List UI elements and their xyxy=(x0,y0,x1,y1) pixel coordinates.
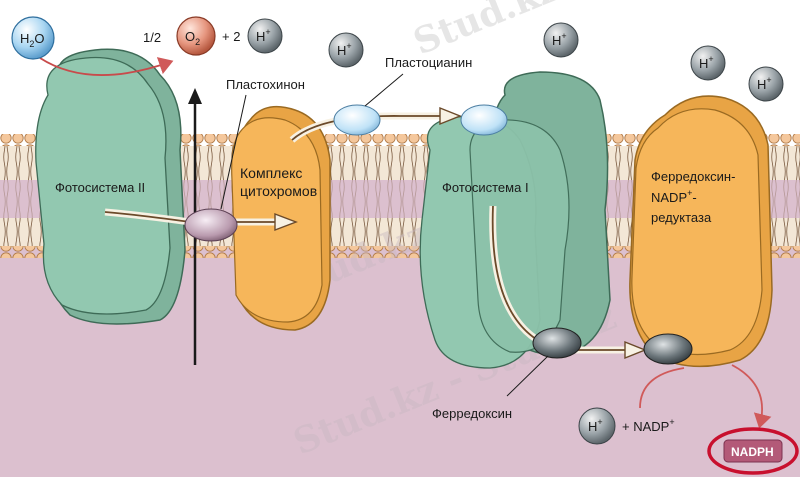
svg-text:H+: H+ xyxy=(588,417,603,434)
svg-text:H+: H+ xyxy=(699,54,714,71)
cytochrome-label-line2: цитохромов xyxy=(240,183,317,199)
proton-2: H+ xyxy=(328,32,364,68)
o2-molecule: O2 xyxy=(176,16,216,56)
nadph-highlight-circle xyxy=(707,427,799,475)
plastocyanin-label: Пластоцианин xyxy=(385,55,472,70)
photosystem-ii xyxy=(35,48,186,325)
svg-text:H+: H+ xyxy=(552,31,567,48)
ferredoxin-pointer xyxy=(506,355,549,397)
plastoquinone-label: Пластохинон xyxy=(226,77,305,92)
fnr-enzyme xyxy=(629,95,773,368)
proton-3: H+ xyxy=(543,22,579,58)
ferredoxin-carrier-2 xyxy=(643,333,693,365)
photosystem-i xyxy=(419,71,611,369)
ferredoxin-label: Ферредоксин xyxy=(432,406,512,421)
plus-2-label: + 2 xyxy=(222,29,240,44)
fnr-label-line1: Ферредоксин- xyxy=(651,169,735,184)
plastocyanin-carrier-1 xyxy=(333,104,381,136)
nadph-product: NADPH xyxy=(707,427,799,475)
svg-text:H+: H+ xyxy=(337,41,352,58)
fnr-label-line2: NADP+- xyxy=(651,188,697,205)
proton-stroma: H+ xyxy=(578,407,616,445)
fnr-label-line3: редуктаза xyxy=(651,210,712,225)
cytochrome-label-line1: Комплекс xyxy=(240,165,302,181)
svg-text:H+: H+ xyxy=(256,27,271,44)
svg-text:H+: H+ xyxy=(757,75,772,92)
h2o-molecule: H2O xyxy=(11,16,55,60)
proton-4: H+ xyxy=(690,45,726,81)
photosystem-ii-label: Фотосистема II xyxy=(55,180,145,195)
svg-text:H2O: H2O xyxy=(20,31,45,49)
plastocyanin-pointer xyxy=(364,73,404,107)
nadph-label: NADPH xyxy=(731,445,774,459)
half-label: 1/2 xyxy=(143,30,161,45)
proton-5: H+ xyxy=(748,66,784,102)
plastocyanin-carrier-2 xyxy=(460,104,508,136)
nadph-out-arrow xyxy=(731,364,772,429)
water-splitting xyxy=(39,57,174,76)
svg-text:O2: O2 xyxy=(185,29,200,47)
plastoquinone-pointer xyxy=(220,94,247,210)
ferredoxin-carrier-1 xyxy=(532,327,582,359)
nadp-in-arrow xyxy=(639,367,685,409)
plastoquinone-carrier xyxy=(184,208,238,242)
proton-1: H+ xyxy=(247,18,283,54)
photosystem-i-label: Фотосистема I xyxy=(442,180,529,195)
nadp-label: + NADP+ xyxy=(622,417,675,434)
